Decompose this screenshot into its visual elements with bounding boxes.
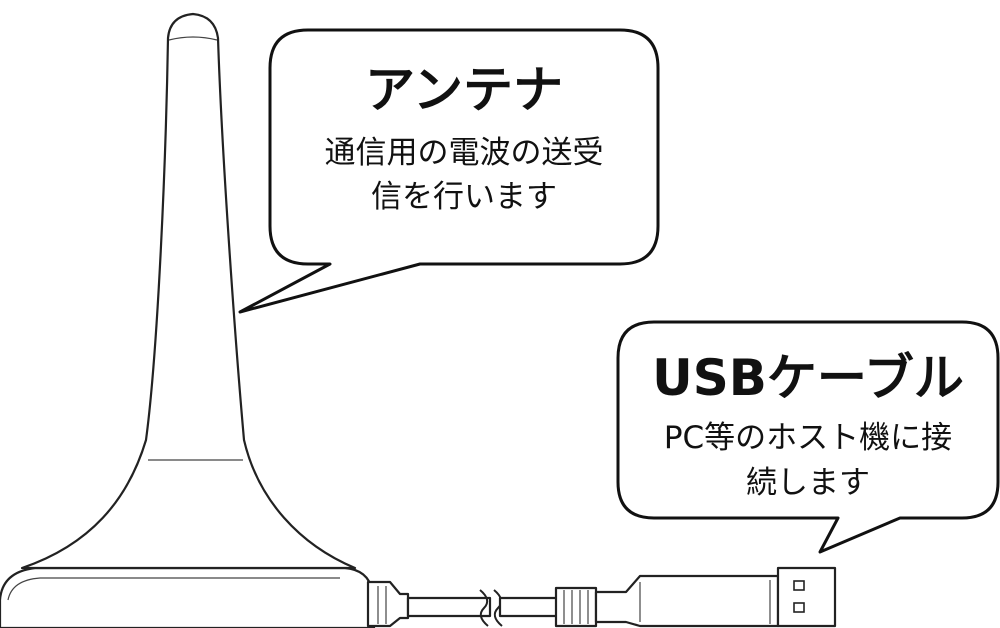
usb-callout-desc-line-2: 続します [746,465,870,501]
usb-cable [366,566,837,628]
usb-callout-desc-line-1: PC等のホスト機に接 [664,420,952,456]
usb-callout: USBケーブル PC等のホスト機に接 続します [616,320,1000,554]
antenna-callout-title: アンテナ [365,61,563,119]
antenna-callout-desc-line-2: 信を行います [371,179,557,215]
device-base [0,566,376,628]
antenna-callout-desc-line-1: 通信用の電波の送受 [325,135,604,171]
antenna [20,12,357,570]
antenna-callout: アンテナ 通信用の電波の送受 信を行います [238,28,660,314]
usb-callout-title: USBケーブル [652,349,964,407]
